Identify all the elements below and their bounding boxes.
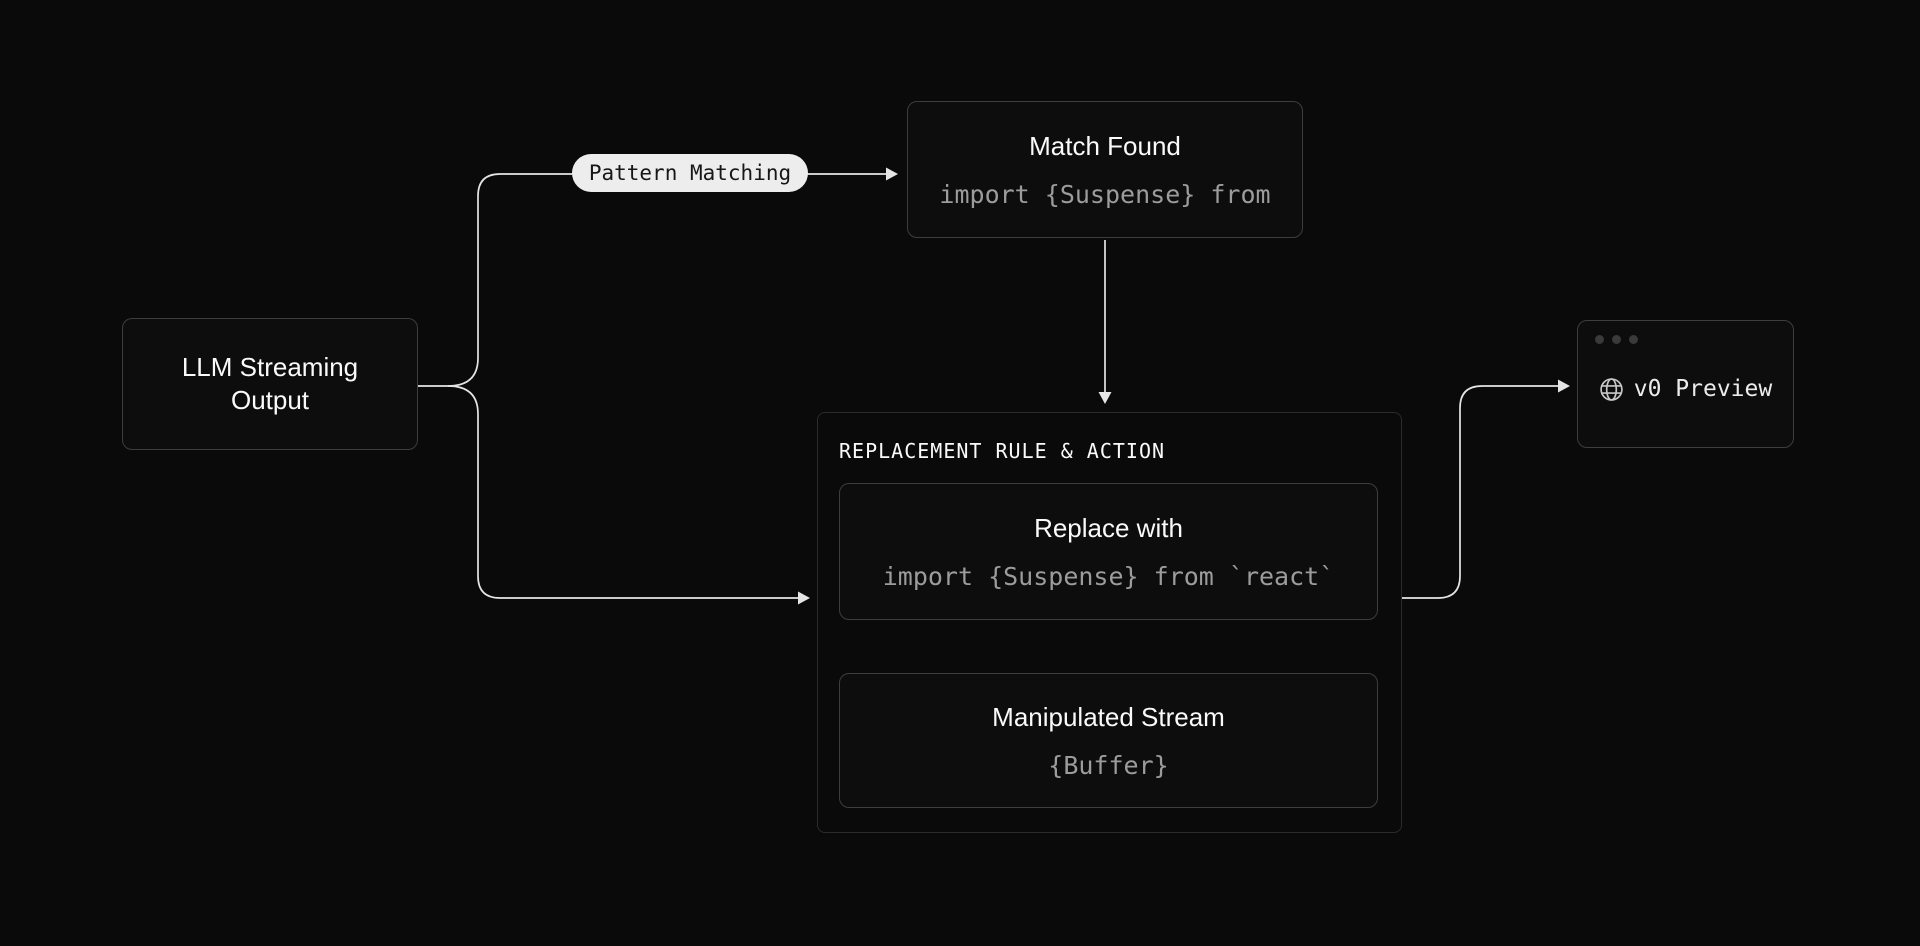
node-title: Replace with (1034, 512, 1183, 543)
window-control-dots (1595, 335, 1638, 344)
group-header: REPLACEMENT RULE & ACTION (839, 439, 1166, 463)
window-dot (1612, 335, 1621, 344)
window-dot (1595, 335, 1604, 344)
node-manipulated-stream[interactable]: Manipulated Stream {Buffer} (839, 673, 1378, 808)
node-match-found[interactable]: Match Found import {Suspense} from (907, 101, 1303, 238)
node-title: Manipulated Stream (992, 701, 1225, 732)
arrowhead-preview (1558, 379, 1570, 393)
node-code-snippet: import {Suspense} from (939, 179, 1271, 209)
node-title: Match Found (1029, 130, 1181, 161)
edge-group-to-preview (1402, 385, 1558, 599)
edge-llm-to-match-found (418, 173, 886, 387)
node-llm-streaming-output[interactable]: LLM Streaming Output (122, 318, 418, 450)
arrowhead-replacement-group (798, 591, 810, 605)
node-code-snippet: {Buffer} (1048, 750, 1169, 780)
preview-title-row: v0 Preview (1599, 376, 1772, 402)
edge-label-text: Pattern Matching (588, 161, 792, 185)
edge-llm-to-replacement-group (447, 385, 798, 599)
edge-label-pattern-matching[interactable]: Pattern Matching (572, 154, 808, 192)
arrowhead-match-found (886, 167, 898, 181)
globe-icon (1600, 377, 1623, 401)
node-replace-with[interactable]: Replace with import {Suspense} from `rea… (839, 483, 1378, 620)
window-dot (1629, 335, 1638, 344)
preview-label: v0 Preview (1633, 376, 1773, 402)
arrowhead-group-top (1098, 392, 1112, 404)
node-code-snippet: import {Suspense} from `react` (882, 561, 1335, 591)
node-v0-preview[interactable]: v0 Preview (1577, 320, 1794, 448)
node-title: LLM Streaming Output (181, 352, 359, 415)
